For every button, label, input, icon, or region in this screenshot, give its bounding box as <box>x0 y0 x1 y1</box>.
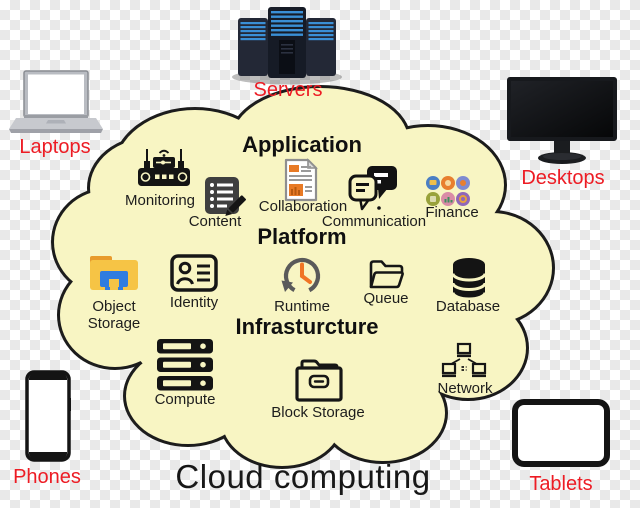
label-compute: Compute <box>154 391 216 408</box>
communication-icon <box>348 166 397 211</box>
label-identity: Identity <box>169 294 219 311</box>
servers-icon <box>232 7 342 85</box>
label-content: Content <box>188 213 242 230</box>
network-icon <box>441 342 487 378</box>
label-network: Network <box>437 380 493 397</box>
monitoring-icon <box>138 149 190 186</box>
block-storage-icon <box>295 359 343 402</box>
section-header-application: Application <box>242 132 362 157</box>
runtime-icon <box>281 257 321 295</box>
label-block-storage: Block Storage <box>271 404 365 421</box>
label-finance: Finance <box>425 204 479 221</box>
section-header-platform: Platform <box>257 224 347 249</box>
label-runtime: Runtime <box>274 298 330 315</box>
label-monitoring: Monitoring <box>124 192 196 209</box>
label-tablets: Tablets <box>529 473 593 495</box>
compute-icon <box>157 339 213 391</box>
laptop-icon <box>9 70 103 133</box>
label-phones: Phones <box>13 466 81 488</box>
desktop-icon <box>507 77 617 164</box>
label-desktops: Desktops <box>521 167 605 189</box>
label-communication: Communication <box>321 213 427 230</box>
label-object-storage: Object Storage <box>87 298 141 333</box>
identity-icon <box>170 254 218 292</box>
label-collaboration: Collaboration <box>258 198 348 215</box>
database-icon <box>451 258 487 301</box>
label-laptops: Laptops <box>19 136 91 158</box>
collaboration-icon <box>284 158 318 202</box>
queue-icon <box>369 260 404 289</box>
tablet-icon <box>512 399 610 467</box>
finance-icon <box>426 176 470 206</box>
object-storage-icon <box>90 256 138 290</box>
section-header-infrastructure: Infrasturcture <box>235 314 379 339</box>
label-servers: Servers <box>253 79 323 101</box>
content-icon <box>205 177 246 217</box>
label-queue: Queue <box>363 290 409 307</box>
label-database: Database <box>435 298 501 315</box>
phone-icon <box>25 370 71 462</box>
diagram-title: Cloud computing <box>175 458 431 495</box>
